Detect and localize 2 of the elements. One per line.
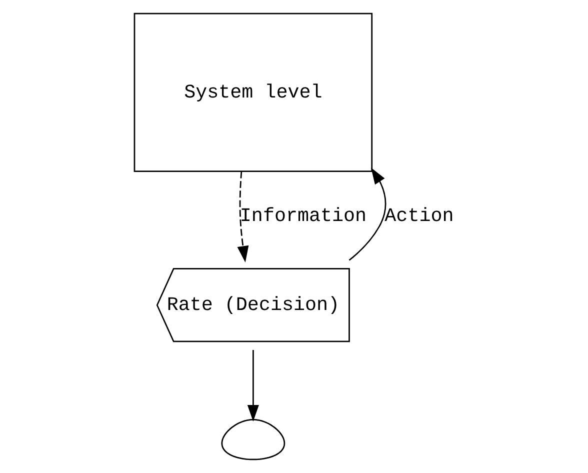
edge-label: Action bbox=[384, 204, 454, 227]
edge-label: Information bbox=[240, 204, 367, 227]
